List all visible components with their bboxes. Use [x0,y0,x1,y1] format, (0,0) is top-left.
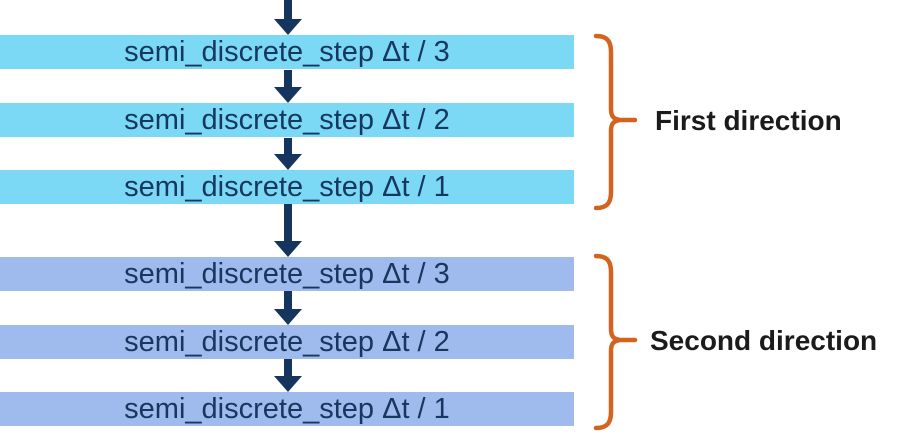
curly-brace-icon [593,253,638,431]
down-arrow-icon [274,138,302,170]
step-bar-second-dt3: semi_discrete_step Δt / 3 [0,257,574,291]
arrow-shaft [284,204,292,241]
group-label-second-direction: Second direction [650,325,878,356]
arrow-head [274,154,302,170]
arrow-head [274,87,302,103]
step-bar-second-dt2: semi_discrete_step Δt / 2 [0,325,574,359]
step-label: semi_discrete_step Δt / 2 [124,104,450,136]
down-arrow-icon [274,204,302,257]
step-bar-first-dt3: semi_discrete_step Δt / 3 [0,35,574,69]
step-label: semi_discrete_step Δt / 3 [124,258,450,290]
step-bar-second-dt1: semi_discrete_step Δt / 1 [0,392,574,426]
arrow-shaft [284,0,292,19]
arrow-shaft [284,138,292,154]
down-arrow-icon [274,70,302,103]
step-bar-first-dt2: semi_discrete_step Δt / 2 [0,103,574,137]
arrow-head [274,376,302,392]
down-arrow-icon [274,359,302,392]
group-label-first-direction: First direction [655,105,842,136]
step-bar-first-dt1: semi_discrete_step Δt / 1 [0,170,574,204]
arrow-shaft [284,359,292,376]
step-label: semi_discrete_step Δt / 3 [124,36,450,68]
step-label: semi_discrete_step Δt / 1 [124,171,450,203]
arrow-shaft [284,70,292,87]
arrow-head [274,241,302,257]
step-label: semi_discrete_step Δt / 2 [124,326,450,358]
down-arrow-icon [274,291,302,325]
down-arrow-icon [274,0,302,35]
arrow-shaft [284,291,292,309]
curly-brace-icon [593,33,638,211]
step-label: semi_discrete_step Δt / 1 [124,393,450,425]
arrow-head [274,309,302,325]
arrow-head [274,19,302,35]
